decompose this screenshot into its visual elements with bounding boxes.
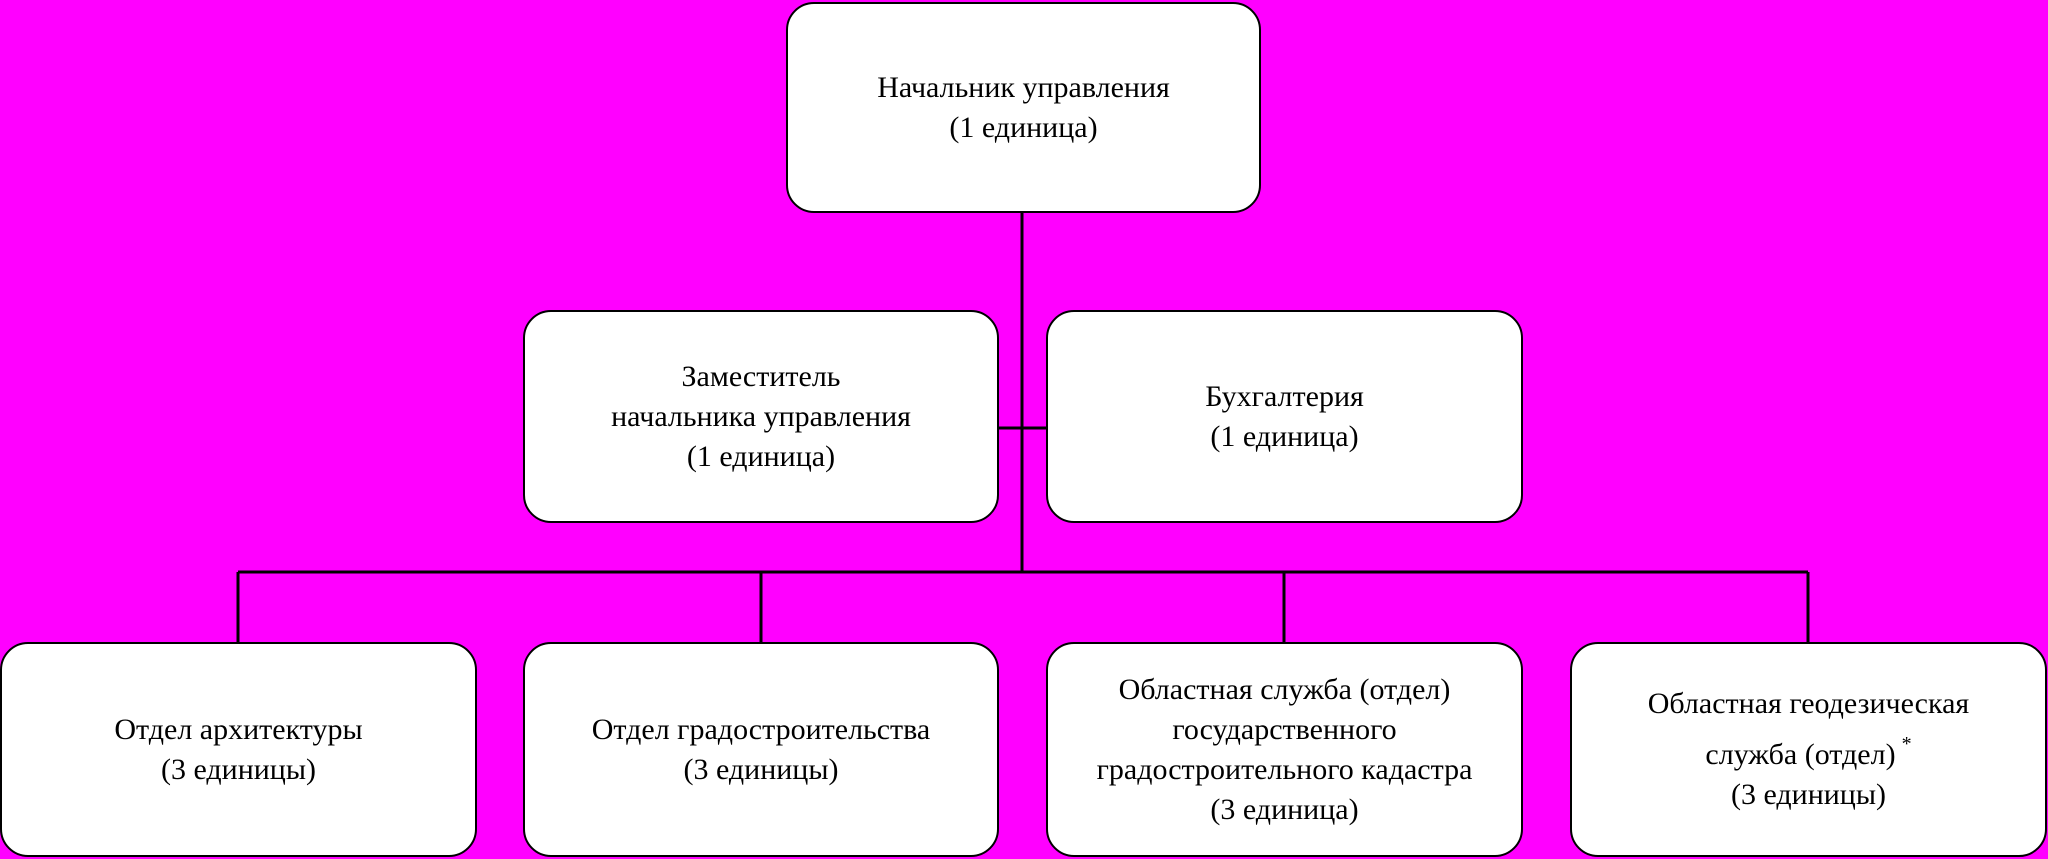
- box-line: Начальник управления: [877, 70, 1170, 104]
- box-text: Начальник управления (1 единица): [877, 68, 1170, 148]
- box-line: Областная служба (отдел): [1118, 672, 1451, 706]
- box-line: Заместитель: [681, 359, 841, 393]
- box-line: начальника управления: [611, 399, 911, 433]
- box-text: Областная служба (отдел) государственног…: [1097, 670, 1473, 830]
- box-line: (3 единица): [1210, 792, 1359, 826]
- footnote-mark: *: [1901, 733, 1912, 755]
- box-line: служба (отдел)*: [1648, 724, 1969, 775]
- box-department-cadastre: Областная служба (отдел) государственног…: [1046, 642, 1523, 857]
- box-text: Заместитель начальника управления (1 еди…: [611, 357, 911, 477]
- box-line: Бухгалтерия: [1205, 379, 1364, 413]
- box-department-architecture: Отдел архитектуры (3 единицы): [0, 642, 477, 857]
- box-line: (3 единицы): [683, 752, 839, 786]
- box-head-of-department: Начальник управления (1 единица): [786, 2, 1261, 213]
- box-line: Отдел градостроительства: [591, 712, 931, 746]
- box-line: Областная геодезическая: [1647, 687, 1970, 720]
- box-department-geodesy: Областная геодезическая служба (отдел)* …: [1570, 642, 2047, 857]
- box-line: (1 единица): [949, 110, 1098, 144]
- box-text: Отдел градостроительства (3 единицы): [592, 710, 931, 790]
- box-department-urban-planning: Отдел градостроительства (3 единицы): [523, 642, 999, 857]
- box-line: (1 единица): [686, 439, 836, 473]
- box-line: градостроительного кадастра: [1096, 752, 1473, 786]
- box-text: Отдел архитектуры (3 единицы): [114, 710, 362, 790]
- box-line: Отдел архитектуры: [114, 712, 363, 746]
- box-line: (3 единицы): [160, 752, 317, 786]
- box-accounting: Бухгалтерия (1 единица): [1046, 310, 1523, 523]
- box-line: государственного: [1172, 712, 1397, 746]
- box-line-text: служба (отдел): [1705, 738, 1896, 771]
- box-text: Бухгалтерия (1 единица): [1205, 377, 1364, 457]
- box-text: Областная геодезическая служба (отдел)* …: [1648, 684, 1969, 815]
- box-line: (1 единица): [1210, 419, 1359, 453]
- box-line: (3 единицы): [1730, 778, 1887, 811]
- box-deputy-head: Заместитель начальника управления (1 еди…: [523, 310, 999, 523]
